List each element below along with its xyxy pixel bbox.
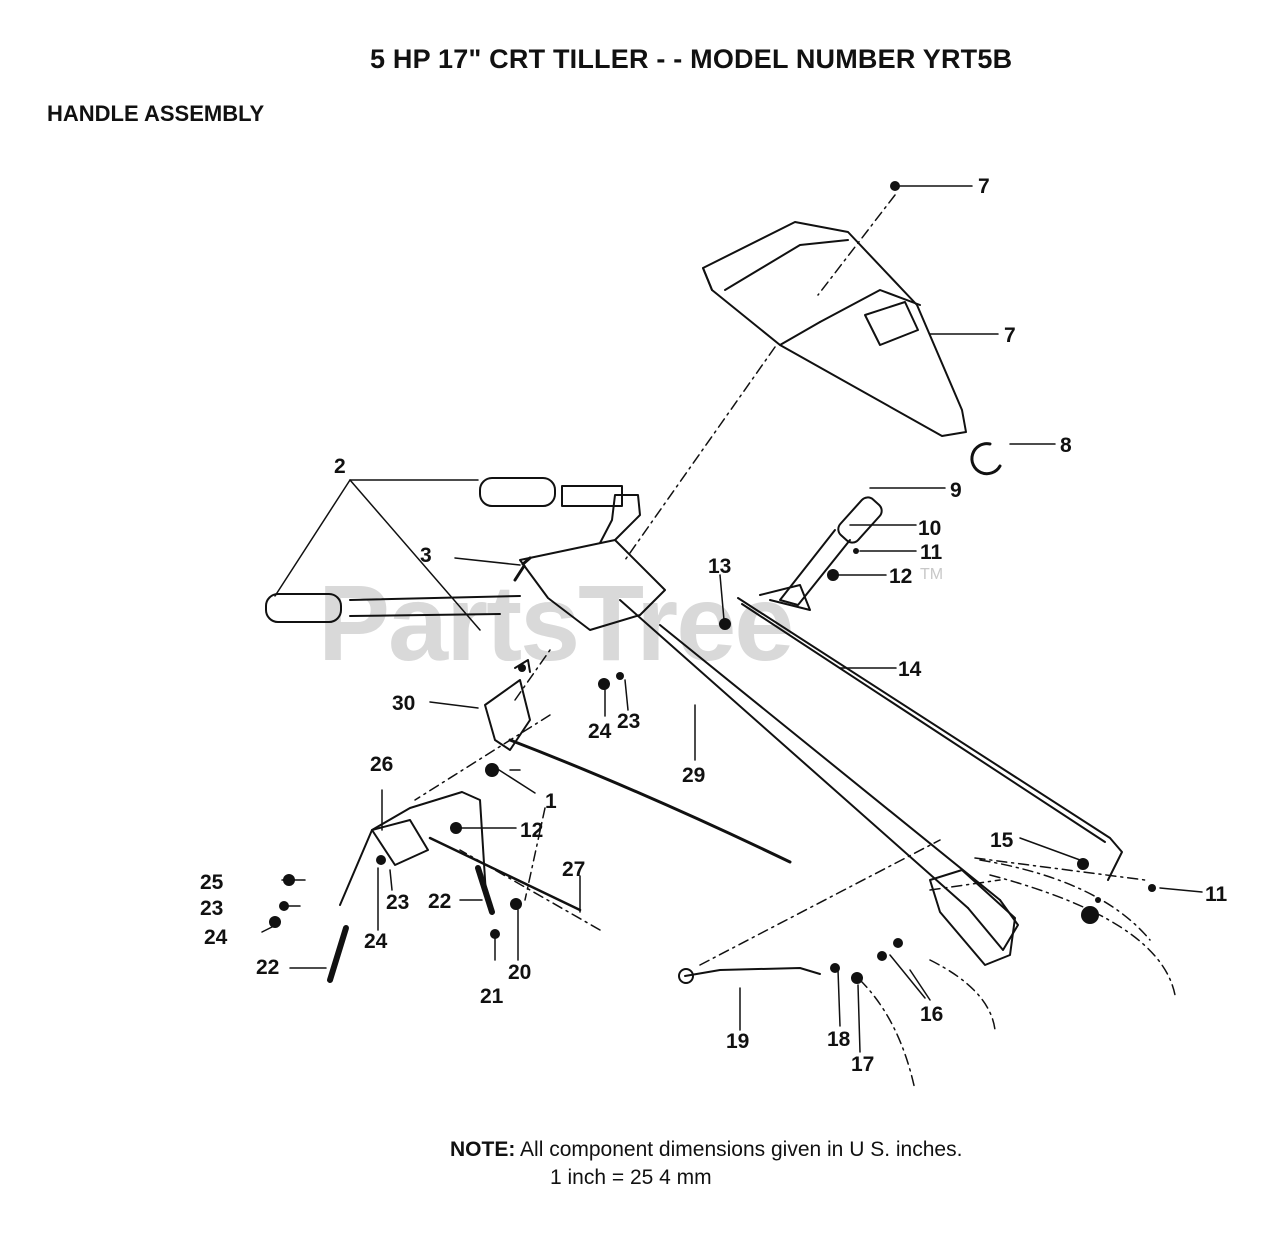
- callout-30: 30: [392, 692, 415, 715]
- callout-24c: 24: [364, 930, 388, 953]
- callout-22b: 22: [256, 956, 279, 979]
- shift-rod-part: [737, 597, 1123, 881]
- callout-25: 25: [200, 871, 224, 894]
- callout-12b: 12: [520, 819, 543, 842]
- handle-grip-part: [265, 477, 623, 623]
- lower-handle-tube-part: [619, 599, 1019, 966]
- callout-14: 14: [898, 658, 922, 681]
- callout-24b: 24: [204, 926, 228, 949]
- callout-11b: 11: [1205, 883, 1228, 906]
- callout-22a: 22: [428, 890, 451, 913]
- shift-lever-part: [759, 496, 883, 611]
- callout-7: 7: [1004, 324, 1016, 347]
- callout-9: 9: [950, 479, 962, 502]
- callout-21: 21: [480, 985, 504, 1008]
- section-title: HANDLE ASSEMBLY: [47, 101, 265, 126]
- callout-23a: 23: [617, 710, 640, 733]
- callout-1: 1: [545, 790, 557, 813]
- note-line-1: All component dimensions given in U S. i…: [520, 1138, 963, 1161]
- callout-27: 27: [562, 858, 585, 881]
- control-bail-part: [339, 791, 487, 906]
- callout-10: 10: [918, 517, 941, 540]
- upper-shield-part: [702, 221, 967, 437]
- note-label: NOTE:: [450, 1138, 516, 1161]
- watermark-trademark: TM: [920, 566, 944, 583]
- callout-8: 8: [1060, 434, 1072, 457]
- callout-26: 26: [370, 753, 393, 776]
- callout-15: 15: [990, 829, 1014, 852]
- watermark: PartsTree: [318, 562, 794, 683]
- dimension-note: NOTE: All component dimensions given in …: [450, 1136, 962, 1192]
- callout-12a: 12: [889, 565, 912, 588]
- throttle-lever-part: [684, 967, 821, 977]
- callout-20: 20: [508, 961, 531, 984]
- callout-19: 19: [726, 1030, 749, 1053]
- callout-29: 29: [682, 764, 705, 787]
- callout-2: 2: [334, 455, 346, 478]
- callout-23c: 23: [386, 891, 409, 914]
- control-bracket-part: [484, 679, 531, 751]
- hair-pin-clip-part: [970, 442, 1002, 476]
- note-line-2: 1 inch = 25 4 mm: [550, 1166, 712, 1189]
- callout-3: 3: [420, 544, 432, 567]
- upper-handle-part: [519, 539, 666, 631]
- control-cable-part: [508, 738, 792, 864]
- callout-23b: 23: [200, 897, 223, 920]
- callout-11a: 11: [920, 541, 943, 564]
- page-title: 5 HP 17" CRT TILLER - - MODEL NUMBER YRT…: [370, 44, 1013, 74]
- callout-24a: 24: [588, 720, 612, 743]
- callout-16: 16: [920, 1003, 943, 1026]
- callout-13: 13: [708, 555, 731, 578]
- callout-4: 7: [978, 175, 990, 198]
- callout-18: 18: [827, 1028, 851, 1051]
- callout-17: 17: [851, 1053, 874, 1076]
